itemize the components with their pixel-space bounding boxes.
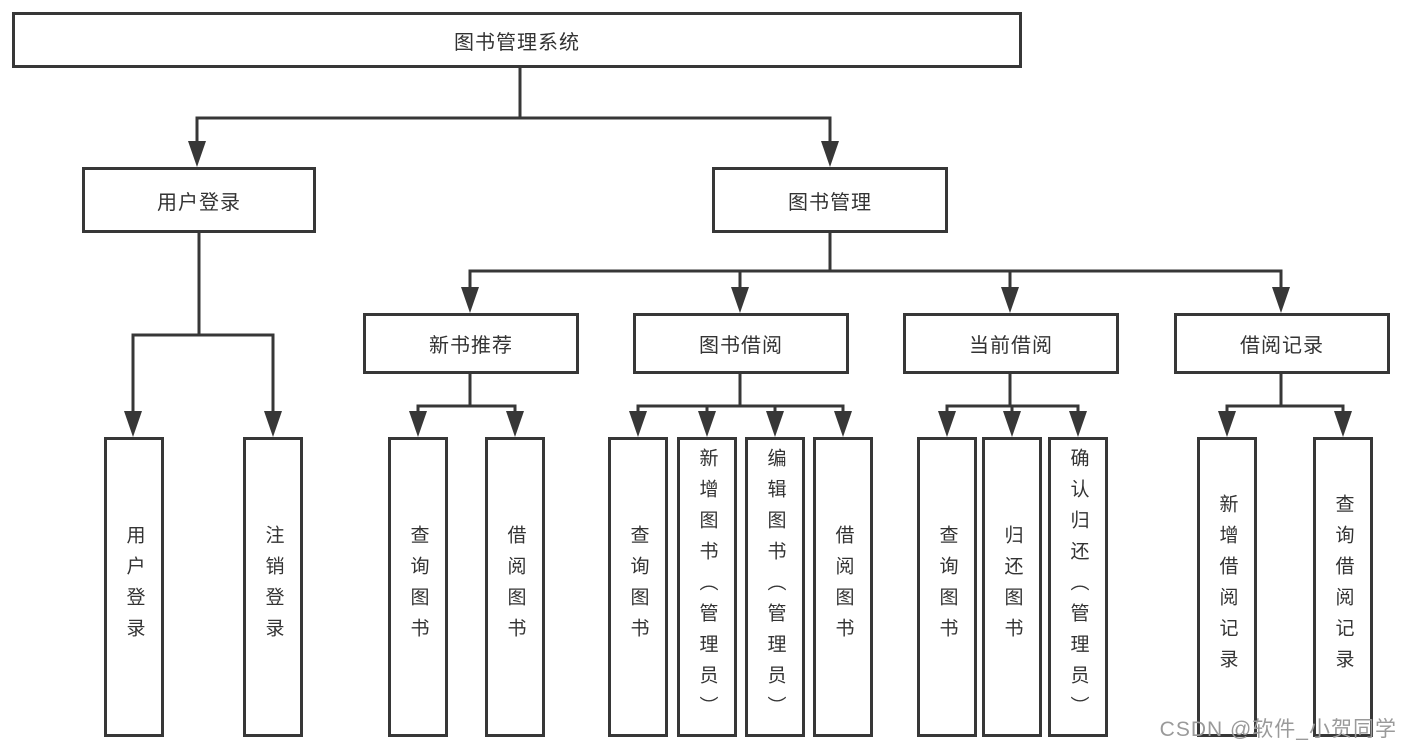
arrowhead [1003, 411, 1021, 437]
leaf-query-books: 查询图书 [917, 437, 977, 737]
csdn-watermark: CSDN @软件_小贺同学 [1159, 718, 1397, 741]
arrowhead [938, 411, 956, 437]
connector-root [195, 68, 832, 145]
node-new-book-recommend: 新书推荐 [363, 313, 579, 374]
arrowhead [698, 411, 716, 437]
arrowhead [766, 411, 784, 437]
arrowhead [264, 411, 282, 437]
leaf-logout: 注销登录 [243, 437, 303, 737]
arrowhead [124, 411, 142, 437]
leaf-borrow-books: 借阅图书 [813, 437, 873, 737]
node-library-management-system: 图书管理系统 [12, 12, 1022, 68]
arrowhead [409, 411, 427, 437]
arrowhead [731, 287, 749, 313]
arrowhead [1218, 411, 1236, 437]
leaf-query-borrow-record: 查询借阅记录 [1313, 437, 1373, 737]
connector-current-borrow [945, 374, 1080, 415]
leaf-edit-book-admin: 编辑图书（管理员） [745, 437, 805, 737]
arrowhead [1069, 411, 1087, 437]
node-book-management: 图书管理 [712, 167, 948, 233]
leaf-confirm-return-admin: 确认归还（管理员） [1048, 437, 1108, 737]
arrowhead [629, 411, 647, 437]
connector-new-book [416, 374, 517, 415]
leaf-return-book: 归还图书 [982, 437, 1042, 737]
connector-book-borrow [636, 374, 845, 415]
arrowhead [461, 287, 479, 313]
arrowhead [1001, 287, 1019, 313]
connector-borrow-records [1225, 374, 1345, 415]
leaf-borrow-books: 借阅图书 [485, 437, 545, 737]
leaf-add-borrow-record: 新增借阅记录 [1197, 437, 1257, 737]
arrowhead [188, 141, 206, 167]
arrowhead [821, 141, 839, 167]
connector-book-management [468, 233, 1283, 291]
leaf-add-book-admin: 新增图书（管理员） [677, 437, 737, 737]
leaf-query-books: 查询图书 [608, 437, 668, 737]
arrowhead [834, 411, 852, 437]
connector-user-login [131, 233, 275, 415]
arrowhead [506, 411, 524, 437]
node-borrow-records: 借阅记录 [1174, 313, 1390, 374]
node-current-borrow: 当前借阅 [903, 313, 1119, 374]
leaf-query-books: 查询图书 [388, 437, 448, 737]
node-user-login: 用户登录 [82, 167, 316, 233]
leaf-user-login: 用户登录 [104, 437, 164, 737]
arrowhead [1272, 287, 1290, 313]
arrowhead [1334, 411, 1352, 437]
node-book-borrow: 图书借阅 [633, 313, 849, 374]
